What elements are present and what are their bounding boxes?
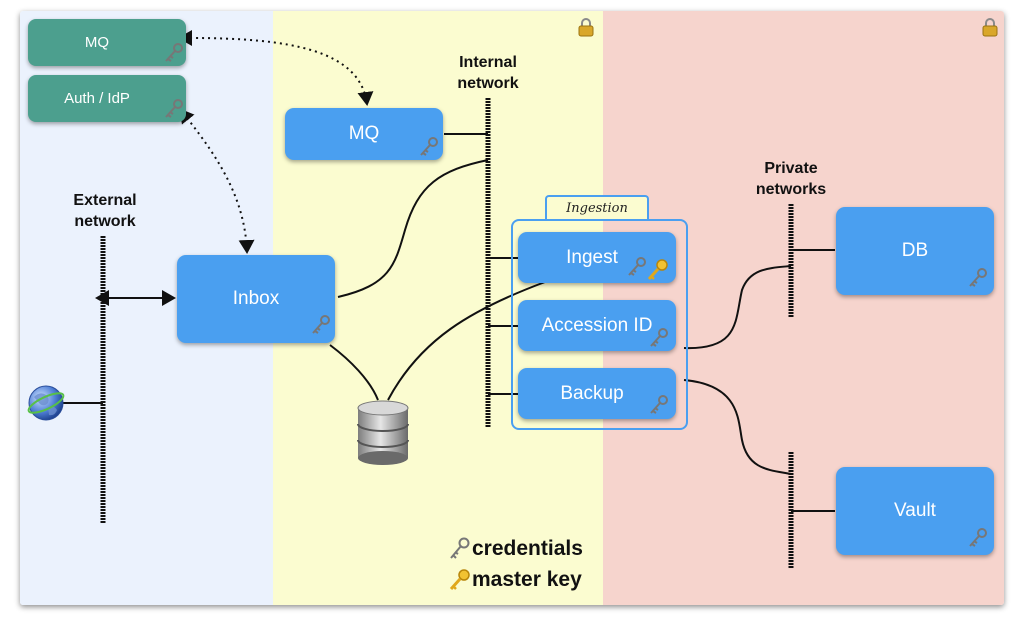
silver-key-icon — [650, 328, 668, 347]
services-db-network-link — [683, 265, 792, 350]
accession-id-label: Accession ID — [541, 314, 653, 336]
silver-key-icon — [165, 99, 183, 118]
lock-icon — [578, 18, 594, 37]
inbox-internal-link — [337, 159, 489, 298]
silver-key-icon — [969, 528, 987, 547]
services-vault-network-link — [683, 379, 792, 475]
db-label: DB — [901, 240, 929, 261]
mq-internal-label: MQ — [348, 123, 380, 144]
vault-label: Vault — [894, 500, 936, 521]
ingest-label: Ingest — [566, 246, 618, 268]
legend-master-key-label: master key — [472, 568, 582, 591]
storage-internal-link — [387, 281, 546, 401]
backup-label: Backup — [560, 382, 624, 404]
ingestion-group-label: Ingestion — [545, 195, 649, 221]
silver-key-icon — [650, 395, 668, 414]
internal-network-label: Internal network — [457, 54, 519, 92]
lock-icon — [982, 18, 998, 37]
legend-credentials-label: credentials — [472, 537, 583, 560]
external-network-label: External network — [73, 192, 137, 230]
inbox-storage-link — [329, 344, 379, 401]
globe-icon — [27, 385, 65, 421]
gold-key-icon — [449, 569, 470, 591]
mq-external-label: MQ — [84, 34, 110, 51]
mq-federation-link — [178, 30, 374, 106]
legend-credentials: credentials — [448, 537, 583, 561]
silver-key-icon — [450, 537, 470, 559]
silver-key-icon — [165, 43, 183, 62]
auth-idp-label: Auth / IdP — [64, 90, 130, 107]
legend-master-key: master key — [448, 568, 582, 592]
silver-key-icon — [420, 137, 438, 156]
auth-inbox-link — [179, 108, 255, 254]
private-network-label: Private networks — [755, 160, 827, 198]
storage-icon — [357, 400, 409, 465]
silver-key-icon — [312, 315, 330, 334]
silver-key-icon — [628, 257, 646, 276]
gold-key-icon — [647, 259, 668, 281]
ingestion-group — [511, 219, 688, 430]
silver-key-icon — [969, 268, 987, 287]
inbox-label: Inbox — [232, 288, 280, 309]
